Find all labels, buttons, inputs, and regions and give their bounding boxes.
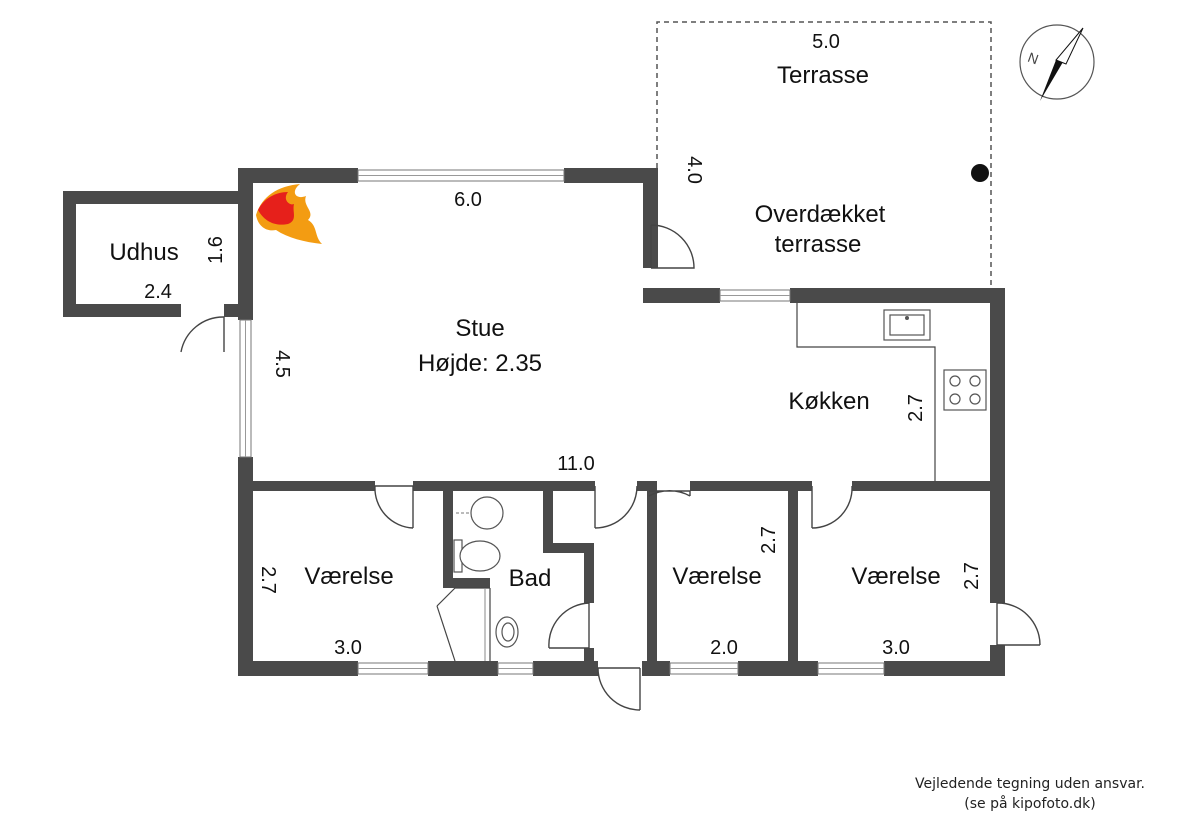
- room-label-covered-terrace-1: Overdækket: [755, 201, 886, 228]
- terrace-outline: [656, 21, 992, 288]
- dim-living-height: 4.5: [271, 350, 293, 378]
- room-label-bedroom-mid: Værelse: [672, 563, 761, 590]
- stove-icon: [943, 369, 987, 411]
- room-label-kitchen: Køkken: [788, 388, 869, 415]
- dim-shed-width: 2.4: [144, 281, 172, 303]
- dim-bedroom-mid-height: 2.7: [758, 526, 780, 554]
- terrace-post: [971, 164, 989, 182]
- dim-kitchen-height: 2.7: [905, 394, 927, 422]
- disclaimer-line-2: (se på kipofoto.dk): [964, 796, 1096, 812]
- shed-walls: [63, 191, 238, 317]
- washbasin-icon: [495, 616, 519, 648]
- dim-bedroom-left-width: 3.0: [334, 637, 362, 659]
- compass-icon: N: [1019, 24, 1095, 101]
- room-label-shed: Udhus: [109, 239, 178, 266]
- toilet-icon: [453, 539, 501, 573]
- wardrobe: [436, 587, 491, 662]
- disclaimer: Vejledende tegning uden ansvar. (se på k…: [880, 774, 1180, 814]
- dim-living-width: 6.0: [454, 189, 482, 211]
- dim-bedroom-left-height: 2.7: [257, 566, 279, 594]
- outer-walls: [238, 168, 1005, 676]
- dim-terrace-width: 5.0: [812, 31, 840, 53]
- dim-terrace-height: 4.0: [683, 156, 705, 184]
- dim-bedroom-right-width: 3.0: [882, 637, 910, 659]
- windows: [239, 169, 885, 675]
- dim-bedroom-mid-width: 2.0: [710, 637, 738, 659]
- room-height-label: Højde: 2.35: [418, 350, 542, 377]
- fireplace-icon: [256, 184, 322, 244]
- room-label-terrace: Terrasse: [777, 62, 869, 89]
- dim-bedroom-right-height: 2.7: [961, 562, 983, 590]
- disclaimer-line-1: Vejledende tegning uden ansvar.: [914, 776, 1145, 792]
- room-label-covered-terrace-2: terrasse: [775, 231, 862, 258]
- doors: [180, 224, 1041, 711]
- interior-walls: [238, 481, 1005, 676]
- dim-total-width: 11.0: [557, 453, 594, 475]
- room-label-living: Stue: [455, 315, 504, 342]
- room-label-bedroom-right: Værelse: [851, 563, 940, 590]
- dim-shed-height: 1.6: [205, 236, 227, 264]
- kitchen-counter: [796, 303, 936, 481]
- shower-icon: [456, 496, 504, 530]
- room-label-bath: Bad: [509, 565, 552, 592]
- room-label-bedroom-left: Værelse: [304, 563, 393, 590]
- sink-icon: [883, 309, 931, 341]
